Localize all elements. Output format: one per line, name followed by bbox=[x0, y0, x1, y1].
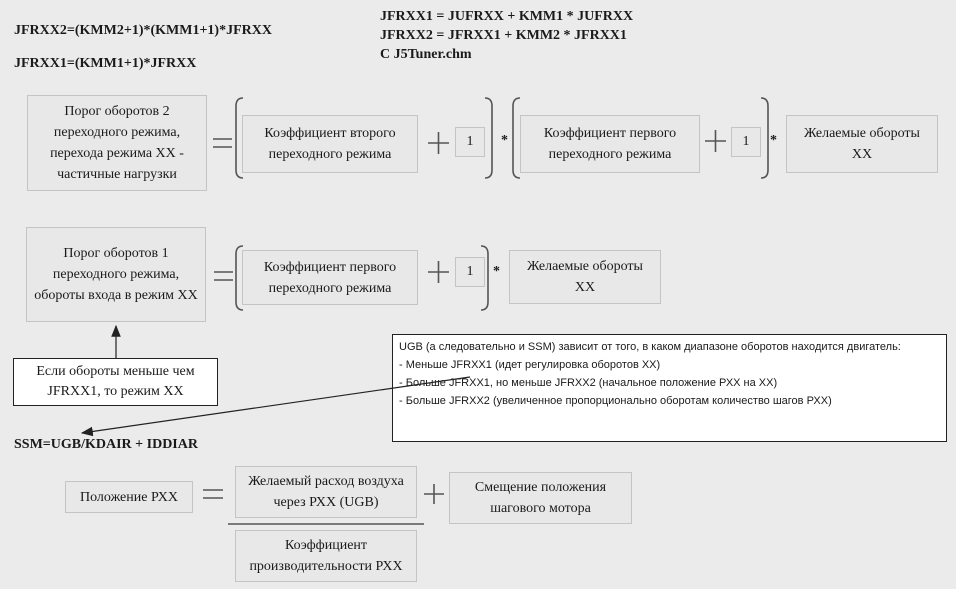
one-box-c: 1 bbox=[455, 257, 485, 287]
coef1-box-row1: Коэффициент первого переходного режима bbox=[520, 115, 700, 173]
desired-idle-box-row2: Желаемые обороты ХХ bbox=[509, 250, 661, 304]
multiply-sign-2: * bbox=[770, 133, 777, 148]
plus-sign-4 bbox=[424, 484, 444, 504]
idle-condition-note: Если обороты меньше чем JFRXX1, то режим… bbox=[13, 358, 218, 406]
formula-jfrxx1: JFRXX1=(KMM1+1)*JFRXX bbox=[14, 56, 197, 71]
note-intro: UGB (а следовательно и SSM) зависит от т… bbox=[399, 341, 901, 353]
bracket-close-3 bbox=[480, 245, 489, 311]
multiply-sign-1: * bbox=[501, 133, 508, 148]
threshold1-box: Порог оборотов 1 переходного режима, обо… bbox=[26, 227, 206, 322]
threshold2-box: Порог оборотов 2 переходного режима, пер… bbox=[27, 95, 207, 191]
desired-idle-box-row1: Желаемые обороты ХХ bbox=[786, 115, 938, 173]
source-note: С J5Tuner.chm bbox=[380, 47, 472, 62]
equals-sign-row3 bbox=[203, 489, 223, 499]
plus-sign-2 bbox=[705, 130, 726, 152]
bracket-open-1 bbox=[235, 97, 244, 179]
equals-sign-row2 bbox=[214, 271, 233, 281]
coef2-box: Коэффициент второго переходного режима bbox=[242, 115, 418, 173]
multiply-sign-3: * bbox=[493, 264, 500, 279]
note-item-3: - Больше JFRXX2 (увеличенное пропорциона… bbox=[399, 395, 832, 407]
one-box-a: 1 bbox=[455, 127, 485, 157]
equals-sign-row1 bbox=[213, 138, 232, 148]
bracket-open-2 bbox=[512, 97, 521, 179]
ugb-dependency-note: UGB (а следовательно и SSM) зависит от т… bbox=[392, 334, 947, 442]
formula-alt-jfrxx2: JFRXX2 = JFRXX1 + KMM2 * JFRXX1 bbox=[380, 28, 627, 43]
note-item-2: - Больше JFRXX1, но меньше JFRXX2 (начал… bbox=[399, 377, 778, 389]
desired-airflow-box: Желаемый расход воздуха через РХХ (UGB) bbox=[235, 466, 417, 518]
formula-alt-jfrxx1: JFRXX1 = JUFRXX + KMM1 * JUFRXX bbox=[380, 9, 634, 24]
formula-jfrxx2: JFRXX2=(KMM2+1)*(KMM1+1)*JFRXX bbox=[14, 23, 272, 38]
bracket-close-2 bbox=[760, 97, 769, 179]
coef1-box-row2: Коэффициент первого переходного режима bbox=[242, 250, 418, 305]
arrow-to-ssm bbox=[80, 376, 471, 437]
plus-sign-1 bbox=[428, 132, 449, 154]
bracket-open-3 bbox=[235, 245, 244, 311]
plus-sign-3 bbox=[428, 261, 449, 283]
bracket-close-1 bbox=[484, 97, 493, 179]
iac-position-box: Положение РХХ bbox=[65, 481, 193, 513]
formula-ssm: SSM=UGB/KDAIR + IDDIAR bbox=[14, 437, 198, 452]
stepper-offset-box: Смещение положения шагового мотора bbox=[449, 472, 632, 524]
iac-capacity-coef-box: Коэффициент производительности РХХ bbox=[235, 530, 417, 582]
note-item-1: - Меньше JFRXX1 (идет регулировка оборот… bbox=[399, 359, 661, 371]
one-box-b: 1 bbox=[731, 127, 761, 157]
